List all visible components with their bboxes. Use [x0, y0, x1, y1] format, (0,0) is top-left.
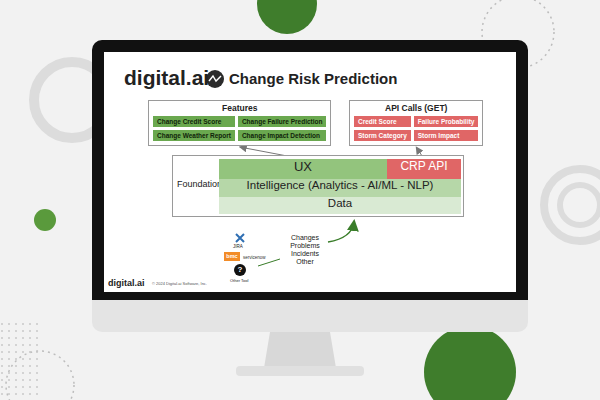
footer-logo: digital.ai	[108, 278, 145, 288]
node-text: Change Weather Report	[157, 132, 231, 139]
api-box: Storm Category	[354, 130, 411, 141]
feature-box: Change Impact Detection	[238, 130, 327, 141]
data-source-note: Changes Problems Incidents Other	[282, 234, 328, 266]
api-box: Credit Score	[354, 116, 411, 127]
group-grid: Credit Score Failure ProbabilityStorm Cat…	[354, 116, 478, 141]
node-text: Credit Score	[358, 118, 407, 125]
foundation-box: Foundation UXCRP API Intelligence (Analyti…	[172, 155, 464, 217]
copyright-note: © 2024 Digital.ai Software, Inc.	[152, 281, 207, 286]
intelligence-band: Intelligence (Analytics - AI/ML - NLP)	[219, 179, 461, 197]
node-text: API Calls (GET)	[354, 103, 478, 113]
node-text: Storm Category	[358, 132, 407, 139]
data-band: Data	[219, 197, 461, 214]
api-group: API Calls (GET) Credit Score Failure Proba…	[349, 100, 483, 146]
node-text: Data	[219, 197, 461, 209]
ux-band: UX	[219, 159, 387, 179]
tool-name: servicenow	[243, 255, 266, 260]
tool-name: JIRA	[233, 244, 243, 249]
node-text: Foundation	[177, 179, 222, 189]
group-grid: Change Credit Score Change Failure Predic…	[153, 116, 326, 141]
node-text: Features	[153, 103, 326, 113]
node-text: Change Impact Detection	[242, 132, 323, 139]
feature-box: Change Failure Prediction	[238, 116, 327, 127]
icon-glyph: ?	[234, 265, 246, 275]
node-text: Change Failure Prediction	[242, 118, 323, 125]
node-text: Failure Probability	[418, 118, 475, 125]
api-band: CRP API	[387, 159, 461, 179]
node-text: Change Credit Score	[157, 118, 231, 125]
node-text: Storm Impact	[418, 132, 475, 139]
node-text: CRP API	[387, 159, 461, 173]
feature-box: Change Weather Report	[153, 130, 235, 141]
tool-name: Other Tool	[230, 278, 248, 283]
logo-text: digital.ai	[124, 66, 209, 90]
api-box: Storm Impact	[414, 130, 479, 141]
node-text: UX	[219, 159, 387, 174]
feature-box: Change Credit Score	[153, 116, 235, 127]
tool-logo-text: bmc	[225, 253, 239, 260]
node-text: Intelligence (Analytics - AI/ML - NLP)	[219, 179, 461, 191]
slide-title: Change Risk Prediction	[229, 70, 397, 87]
api-box: Failure Probability	[414, 116, 479, 127]
feature-group: FeaturesChange Credit Score Change Failur…	[148, 100, 331, 146]
